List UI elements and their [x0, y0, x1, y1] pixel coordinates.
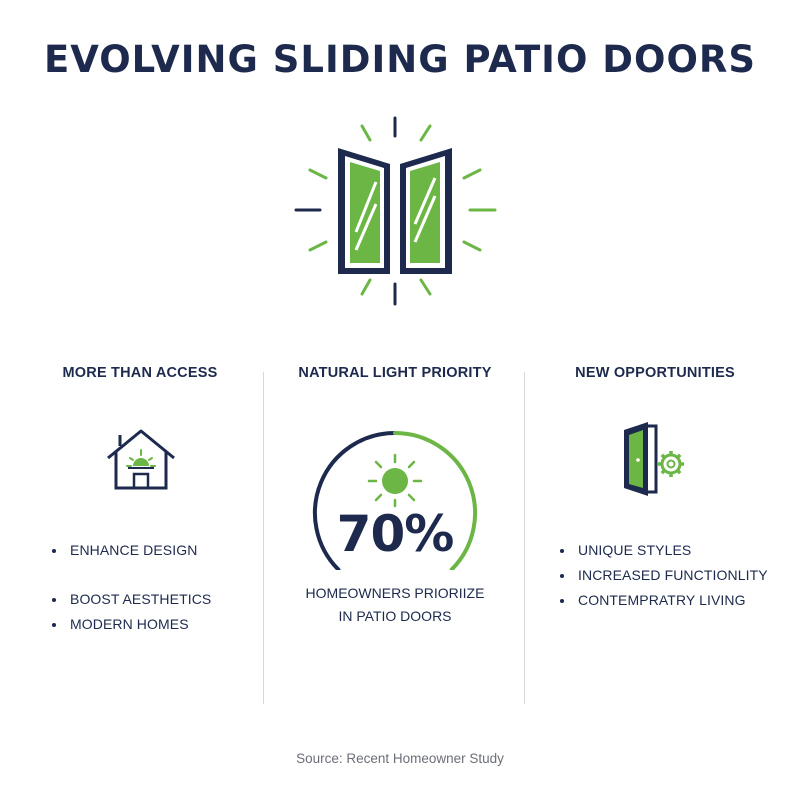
- page-title: EVOLVING SLIDING PATIO DOORS: [43, 38, 757, 81]
- house-sun-icon: [106, 428, 176, 492]
- column-divider: [263, 372, 264, 704]
- list-item: BOOST AESTHETICS: [50, 587, 211, 612]
- door-gear-icon: [618, 418, 688, 500]
- list-item: ENHANCE DESIGN: [50, 538, 197, 563]
- list-item: INCREASED FUNCTIONLITY: [558, 563, 768, 588]
- source-note: Source: Recent Homeowner Study: [296, 751, 504, 766]
- column-divider: [524, 372, 525, 704]
- progress-gauge: [305, 425, 485, 570]
- sun-icon: [365, 452, 425, 508]
- column-more-than-access: MORE THAN ACCESS: [10, 365, 270, 381]
- stat-caption-line: IN PATIO DOORS: [338, 608, 452, 624]
- column-heading: MORE THAN ACCESS: [62, 365, 218, 381]
- list-item: UNIQUE STYLES: [558, 538, 768, 563]
- bullet-list: BOOST AESTHETICS MODERN HOMES: [50, 587, 211, 637]
- column-new-opportunities: NEW OPPORTUNITIES: [525, 365, 785, 381]
- stat-caption: HOMEOWNERS PRIORIIZE IN PATIO DOORS: [285, 582, 505, 628]
- stat-caption-line: HOMEOWNERS PRIORIIZE: [305, 585, 485, 601]
- column-heading: NATURAL LIGHT PRIORITY: [298, 365, 492, 381]
- stat-value: 70%: [336, 505, 455, 563]
- bullet-list: UNIQUE STYLES INCREASED FUNCTIONLITY CON…: [558, 538, 768, 613]
- bullet-list: ENHANCE DESIGN: [50, 538, 197, 563]
- list-item: MODERN HOMES: [50, 612, 211, 637]
- list-item: CONTEMPRATRY LIVING: [558, 588, 768, 613]
- sliding-door-icon: [290, 112, 510, 312]
- column-heading: NEW OPPORTUNITIES: [575, 365, 735, 381]
- column-natural-light: NATURAL LIGHT PRIORITY: [265, 365, 525, 381]
